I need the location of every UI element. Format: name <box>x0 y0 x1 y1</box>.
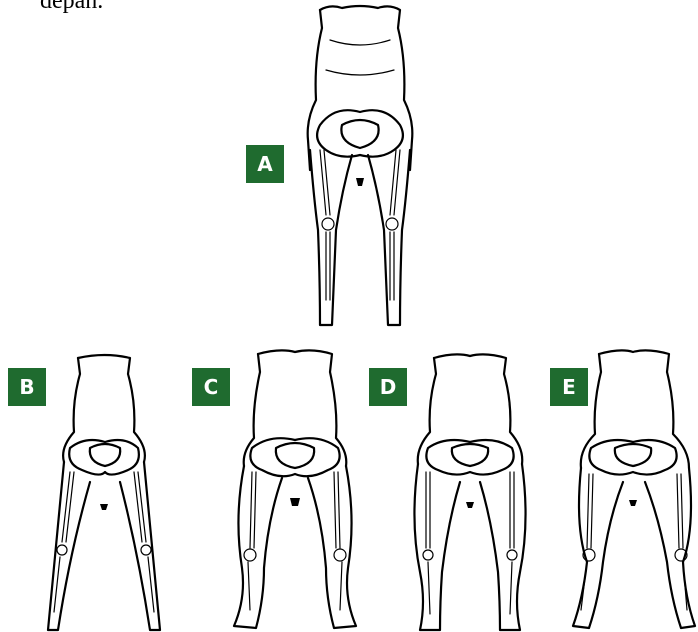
dog-figure-a <box>290 0 430 335</box>
dog-figure-b <box>30 352 180 632</box>
dog-figure-d <box>400 352 540 632</box>
dog-figure-e <box>565 348 698 632</box>
caption-text: depan. <box>40 0 103 15</box>
dog-figure-c <box>220 348 370 632</box>
label-a: A <box>246 145 284 183</box>
